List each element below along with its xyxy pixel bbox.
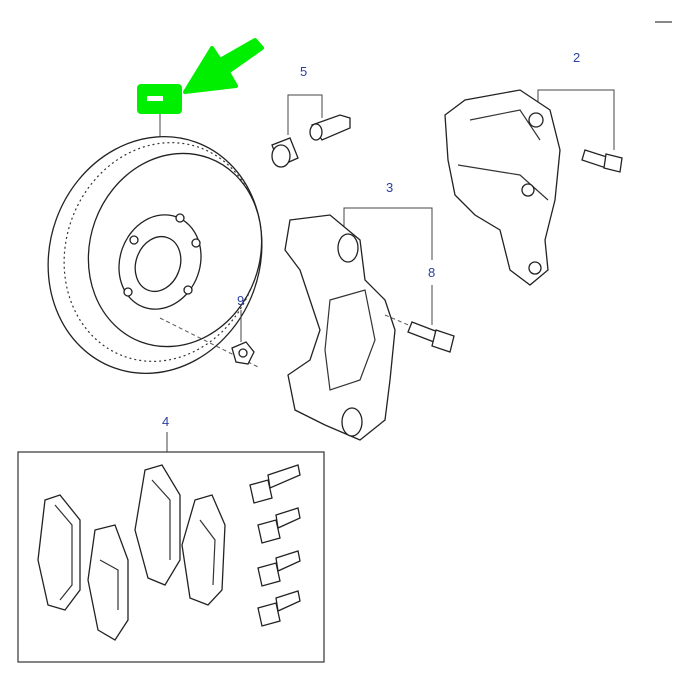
brake-pad[interactable] <box>37 494 81 611</box>
brake-pad[interactable] <box>181 494 226 606</box>
callout-8[interactable]: 8 <box>428 265 435 280</box>
callout-3[interactable]: 3 <box>386 180 393 195</box>
carrier-bolt-8[interactable] <box>407 321 455 353</box>
guide-pin-5[interactable] <box>309 114 351 141</box>
callout-5[interactable]: 5 <box>300 64 307 79</box>
brake-pad[interactable] <box>134 464 181 586</box>
brake-pad[interactable] <box>87 524 129 641</box>
caliper-carrier-3[interactable] <box>284 214 396 441</box>
nut-9[interactable] <box>231 341 255 365</box>
brake-disc[interactable] <box>15 106 294 403</box>
callout-2[interactable]: 2 <box>573 50 580 65</box>
callout-4[interactable]: 4 <box>162 414 169 429</box>
highlight-arrow-icon <box>183 38 264 94</box>
callout-9[interactable]: 9 <box>237 293 244 308</box>
brake-disc-highlight-label[interactable] <box>137 84 182 140</box>
pad-bolts[interactable] <box>249 464 301 627</box>
caliper-bolt[interactable] <box>581 149 623 173</box>
guide-pin-boot-5[interactable] <box>271 137 299 168</box>
brake-caliper-2[interactable] <box>444 89 561 286</box>
